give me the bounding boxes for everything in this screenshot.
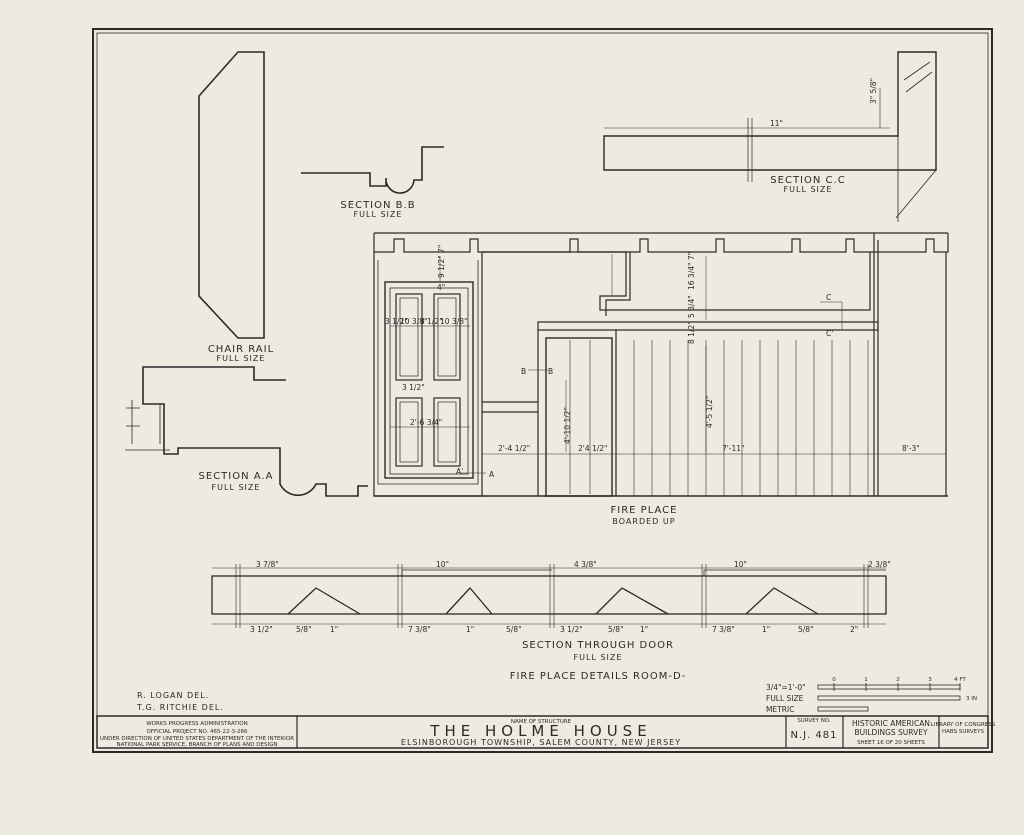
sheet-heading: FIRE PLACE DETAILS ROOM-D- [510, 671, 687, 682]
scale-tick: 0 [832, 677, 836, 683]
scale-row-label: METRIC [766, 705, 794, 714]
marker-c: C [826, 293, 831, 302]
tb-direction-2: NATIONAL PARK SERVICE, BRANCH OF PLANS A… [117, 742, 278, 748]
dim-mantel-top: 16 3/4" 7" [687, 252, 696, 290]
dim-mantel-shelf: 5 3/4" [687, 295, 696, 318]
scale-row-label: 3/4"=1'-0" [766, 683, 806, 692]
tb-structure-caption: NAME OF STRUCTURE [511, 719, 572, 725]
marker-b-left: B [521, 367, 526, 376]
scale-tick: 4 FT [954, 677, 966, 683]
credit-line: R. LOGAN DEL. [137, 691, 209, 700]
door-section-sub: FULL SIZE [574, 653, 623, 662]
dim-right-width: 8'-3" [902, 444, 920, 453]
tb-library-1: LIBRARY OF CONGRESS [931, 722, 996, 728]
tb-survey-caption: SURVEY NO. [797, 718, 831, 724]
section-bb-profile [301, 146, 444, 194]
dim-door-top: 3 1/2" [385, 317, 408, 326]
door-section-top-dim: 4 3/8" [574, 560, 597, 569]
dim-wall-top: 9 1/2" 7" [437, 245, 446, 278]
door-section-bottom-dim: 1" [466, 625, 474, 634]
door-section-bottom-dim: 2" [850, 625, 858, 634]
marker-b-right: B [548, 367, 553, 376]
chair-rail-profile [198, 51, 265, 339]
tb-habs-title-2: BUILDINGS SURVEY [854, 728, 927, 737]
cc-side-dim: 3" 5/8" [869, 78, 878, 104]
dim-door-side-b: 3 1/2" [402, 383, 425, 392]
dim-door-panel-a: 10 3/8" [400, 317, 427, 326]
door-section-label: SECTION THROUGH DOOR [522, 640, 674, 651]
fireplace-sub: BOARDED UP [612, 517, 675, 526]
door-section-bottom-dim: 5/8" [506, 625, 522, 634]
fireplace-elevation [373, 232, 949, 497]
section-cc-label: SECTION C.C [770, 175, 845, 186]
door-section-bottom-dim: 5/8" [608, 625, 624, 634]
door-section-bottom-dim: 1" [640, 625, 648, 634]
marker-c-prime: C' [826, 329, 833, 338]
door-section-top-dim: 10" [436, 560, 449, 569]
door-section-bottom-dim: 5/8" [296, 625, 312, 634]
door-section-bottom-dim: 3 1/2" [250, 625, 273, 634]
tb-project: OFFICIAL PROJECT NO. 465-22-3-266 [147, 729, 248, 735]
door-section-bottom-dim: 7 3/8" [408, 625, 431, 634]
chair-rail-sub: FULL SIZE [217, 354, 266, 363]
section-aa-label: SECTION A.A [199, 471, 274, 482]
door-section-bottom-dim: 3 1/2" [560, 625, 583, 634]
section-aa-profile [125, 366, 368, 497]
tb-survey-number: N.J. 481 [790, 730, 837, 741]
door-section-bottom-dim: 1" [330, 625, 338, 634]
section-aa-sub: FULL SIZE [212, 483, 261, 492]
tb-direction-1: UNDER DIRECTION OF UNITED STATES DEPARTM… [100, 736, 294, 742]
dim-door-width: 2'-6 3/4" [410, 418, 442, 427]
cc-width-dim: 11" [770, 119, 783, 128]
door-section-bottom-dim: 5/8" [798, 625, 814, 634]
dim-center-width: 7'-11" [722, 444, 745, 453]
tb-agency: WORKS PROGRESS ADMINISTRATION [146, 721, 248, 727]
dim-left-width: 2'-4 1/2" [498, 444, 530, 453]
scale-tick: 2 [896, 677, 900, 683]
marker-a-prime: A' [456, 467, 463, 476]
section-bb-label: SECTION B.B [340, 200, 415, 211]
door-section-bottom-dims: 3 1/2" 5/8" 1" 7 3/8" 1" 5/8" 3 1/2" 5/8… [250, 625, 858, 634]
dim-door-panel-c: 10 3/8" [440, 317, 467, 326]
tb-library-2: HABS SURVEYS [942, 729, 984, 735]
scale-tick: 3 [928, 677, 932, 683]
door-section-bottom-dim: 7 3/8" [712, 625, 735, 634]
scale-inch-label: 3 IN [966, 696, 977, 702]
door-section-profile [211, 564, 887, 628]
credit-line: T.G. RITCHIE DEL. [136, 703, 224, 712]
dim-opening-height: 4'-10 1/2" [563, 407, 572, 444]
dim-wall-height: 4'-5 1/2" [705, 396, 714, 428]
dim-jamb-width: 2'4 1/2" [578, 444, 608, 453]
tb-sheet-info: SHEET 16 OF 20 SHEETS [857, 740, 925, 746]
door-section-top-dim: 2 3/8" [868, 560, 891, 569]
door-section-top-dims: 3 7/8" 10" 4 3/8" 10" 2 3/8" [256, 560, 891, 569]
scale-tick: 1 [864, 677, 868, 683]
door-section-top-dim: 3 7/8" [256, 560, 279, 569]
tb-location: ELSINBOROUGH TOWNSHIP, SALEM COUNTY, NEW… [401, 738, 681, 747]
scale-row-label: FULL SIZE [766, 694, 804, 703]
title-block [96, 715, 989, 749]
dim-door-side-a: 4" [437, 283, 445, 292]
dim-door-panel-b: 3 1/2" [420, 317, 443, 326]
scale-bar [817, 683, 961, 712]
section-cc-sub: FULL SIZE [784, 185, 833, 194]
door-section-bottom-dim: 1" [762, 625, 770, 634]
section-cc-profile [603, 51, 937, 222]
fireplace-label: FIRE PLACE [611, 505, 678, 516]
sheet-border-outer [92, 28, 993, 753]
dim-mantel-board: 8 1/2" [687, 321, 696, 344]
tb-habs-title-1: HISTORIC AMERICAN [852, 719, 930, 728]
marker-a: A [489, 470, 495, 479]
chair-rail-label: CHAIR RAIL [208, 344, 274, 355]
section-bb-sub: FULL SIZE [354, 210, 403, 219]
tb-structure-name: THE HOLME HOUSE [429, 722, 651, 740]
door-section-top-dim: 10" [734, 560, 747, 569]
